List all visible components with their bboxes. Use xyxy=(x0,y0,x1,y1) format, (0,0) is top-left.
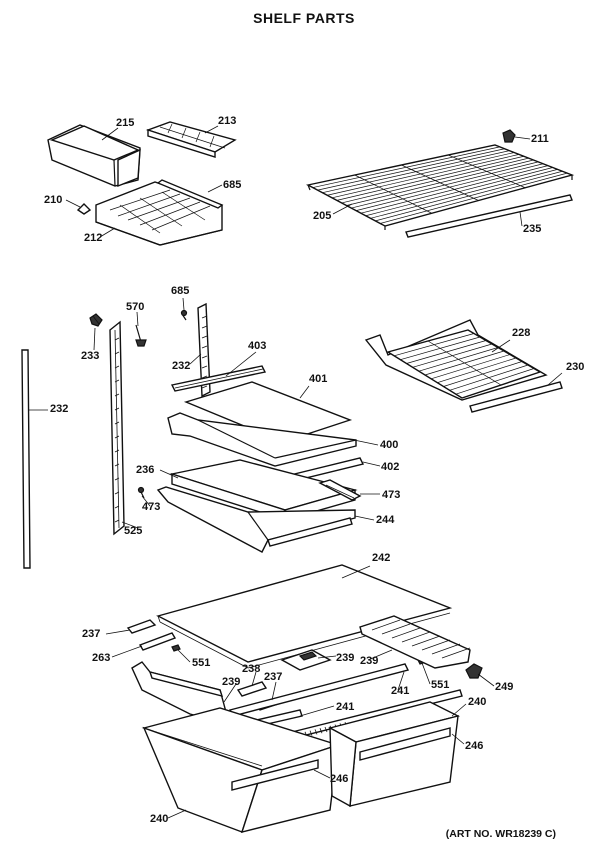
part-403-shelf-rail xyxy=(170,365,267,392)
callout-235: 235 xyxy=(523,223,541,235)
part-230-rail xyxy=(469,381,563,413)
part-400-shelf-frame xyxy=(167,412,357,467)
diagram-title: SHELF PARTS xyxy=(253,10,355,26)
callout-240: 240 xyxy=(150,813,168,825)
callout-233: 233 xyxy=(81,350,99,362)
part-211-clip xyxy=(502,129,516,143)
callout-239: 239 xyxy=(336,652,354,664)
callout-240: 240 xyxy=(468,696,486,708)
callout-242: 242 xyxy=(372,552,390,564)
part-233-spring xyxy=(89,313,103,327)
callout-249: 249 xyxy=(495,681,513,693)
callout-685: 685 xyxy=(171,285,189,297)
part-239-right-rail xyxy=(359,615,471,669)
part-473-slide xyxy=(318,479,362,501)
callout-211: 211 xyxy=(531,133,549,145)
part-238-bracket xyxy=(236,681,268,697)
part-213-egg-tray xyxy=(145,121,237,158)
callout-239: 239 xyxy=(222,676,240,688)
callout-236: 236 xyxy=(136,464,154,476)
part-242-glass-cover xyxy=(156,564,453,669)
part-240-right-pan xyxy=(328,701,460,808)
part-525-side-rail xyxy=(109,320,125,536)
part-570-screw xyxy=(135,324,147,347)
callout-551: 551 xyxy=(192,657,210,669)
callout-570: 570 xyxy=(126,301,144,313)
part-212-tray xyxy=(95,179,224,246)
callout-402: 402 xyxy=(381,461,399,473)
part-263-rail xyxy=(138,632,177,651)
callout-232: 232 xyxy=(50,403,68,415)
callout-213: 213 xyxy=(218,115,236,127)
part-228-wire-shelf xyxy=(364,319,548,401)
callout-205: 205 xyxy=(313,210,331,222)
part-215-door-bin xyxy=(47,124,141,188)
callout-401: 401 xyxy=(309,373,327,385)
part-205-wire-shelf xyxy=(305,144,575,230)
part-239-center-bracket xyxy=(280,649,332,671)
callout-230: 230 xyxy=(566,361,584,373)
callout-228: 228 xyxy=(512,327,530,339)
callout-244: 244 xyxy=(376,514,395,526)
part-232-bracket xyxy=(197,302,211,398)
leader-lines xyxy=(28,125,563,819)
callout-525: 525 xyxy=(124,525,142,537)
callout-210: 210 xyxy=(44,194,62,206)
callout-246: 246 xyxy=(465,740,483,752)
part-235-rail xyxy=(405,194,573,238)
callout-241: 241 xyxy=(391,685,409,697)
callout-238: 238 xyxy=(242,663,260,675)
part-210-screw xyxy=(76,203,92,215)
callout-237: 237 xyxy=(82,628,100,640)
art-number: (ART NO. WR18239 C) xyxy=(445,828,556,840)
callout-labels: 215 213 211 210 685 212 205 235 685 570 … xyxy=(44,115,584,825)
callout-473: 473 xyxy=(142,501,160,513)
part-237-left-spacer xyxy=(126,619,157,634)
callout-237: 237 xyxy=(264,671,282,683)
callout-215: 215 xyxy=(116,117,134,129)
part-244-drawer-frame xyxy=(156,486,356,553)
part-551-screw-left xyxy=(171,644,181,652)
callout-400: 400 xyxy=(380,439,398,451)
part-232-long-rail xyxy=(21,349,31,569)
callout-241: 241 xyxy=(336,701,354,713)
callout-403: 403 xyxy=(248,340,266,352)
callout-239: 239 xyxy=(360,655,378,667)
part-685-screw xyxy=(180,309,188,321)
part-473-screw xyxy=(137,486,145,499)
callout-232: 232 xyxy=(172,360,190,372)
callout-263: 263 xyxy=(92,652,110,664)
callout-212: 212 xyxy=(84,232,102,244)
part-249-clip xyxy=(465,663,483,679)
callout-685: 685 xyxy=(223,179,241,191)
callout-551: 551 xyxy=(431,679,449,691)
callout-473: 473 xyxy=(382,489,400,501)
callout-246: 246 xyxy=(330,773,348,785)
part-240-left-pan xyxy=(141,707,341,833)
